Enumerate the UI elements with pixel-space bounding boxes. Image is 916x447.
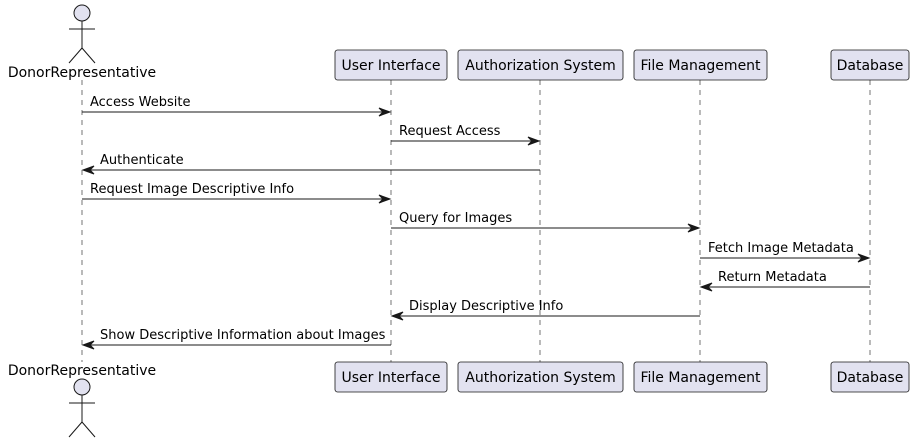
message-label: Access Website — [90, 95, 190, 110]
participant-label: Authorization System — [465, 58, 615, 74]
arrowhead-icon — [699, 282, 713, 292]
participant-label: User Interface — [341, 370, 440, 386]
participant-auth-top: Authorization System — [457, 49, 624, 81]
message-5: Query for Images — [391, 211, 701, 233]
message-label: Show Descriptive Information about Image… — [100, 328, 386, 343]
message-label: Request Access — [399, 124, 501, 139]
message-label: Authenticate — [100, 153, 184, 168]
arrowhead-icon — [527, 136, 541, 146]
participant-fm-top: File Management — [633, 49, 768, 81]
actor-label: DonorRepresentative — [8, 65, 156, 81]
participant-db-top: Database — [830, 49, 910, 81]
actor-figure-icon — [68, 378, 96, 438]
participant-label: File Management — [640, 58, 761, 74]
participant-label: Authorization System — [465, 370, 615, 386]
participant-label: User Interface — [341, 58, 440, 74]
participant-ui-bottom: User Interface — [334, 361, 448, 393]
arrowhead-icon — [378, 194, 392, 204]
message-2: Request Access — [391, 124, 541, 146]
message-3: Authenticate — [81, 153, 540, 175]
message-1: Access Website — [82, 95, 392, 117]
actor-label: DonorRepresentative — [8, 363, 156, 379]
participant-label: File Management — [640, 370, 761, 386]
message-9: Show Descriptive Information about Image… — [81, 328, 391, 350]
participant-label: Database — [837, 58, 904, 74]
arrowhead-icon — [857, 253, 871, 263]
message-label: Display Descriptive Info — [409, 299, 563, 314]
participant-auth-bottom: Authorization System — [457, 361, 624, 393]
message-label: Request Image Descriptive Info — [90, 182, 294, 197]
message-label: Return Metadata — [718, 270, 827, 285]
actor-bottom: DonorRepresentative — [8, 363, 156, 438]
arrowhead-icon — [81, 165, 95, 175]
message-7: Return Metadata — [699, 270, 870, 292]
arrowhead-icon — [687, 223, 701, 233]
arrowhead-icon — [390, 311, 404, 321]
arrowhead-icon — [378, 107, 392, 117]
participant-label: Database — [837, 370, 904, 386]
participant-fm-bottom: File Management — [633, 361, 768, 393]
arrowhead-icon — [81, 340, 95, 350]
lifelines-layer — [81, 80, 871, 362]
participant-ui-top: User Interface — [334, 49, 448, 81]
message-label: Fetch Image Metadata — [708, 241, 854, 256]
actor-figure-icon — [68, 4, 96, 64]
message-label: Query for Images — [399, 211, 512, 226]
message-4: Request Image Descriptive Info — [82, 182, 392, 204]
participant-db-bottom: Database — [830, 361, 910, 393]
message-8: Display Descriptive Info — [390, 299, 700, 321]
message-6: Fetch Image Metadata — [700, 241, 871, 263]
actor-top: DonorRepresentative — [8, 4, 156, 81]
